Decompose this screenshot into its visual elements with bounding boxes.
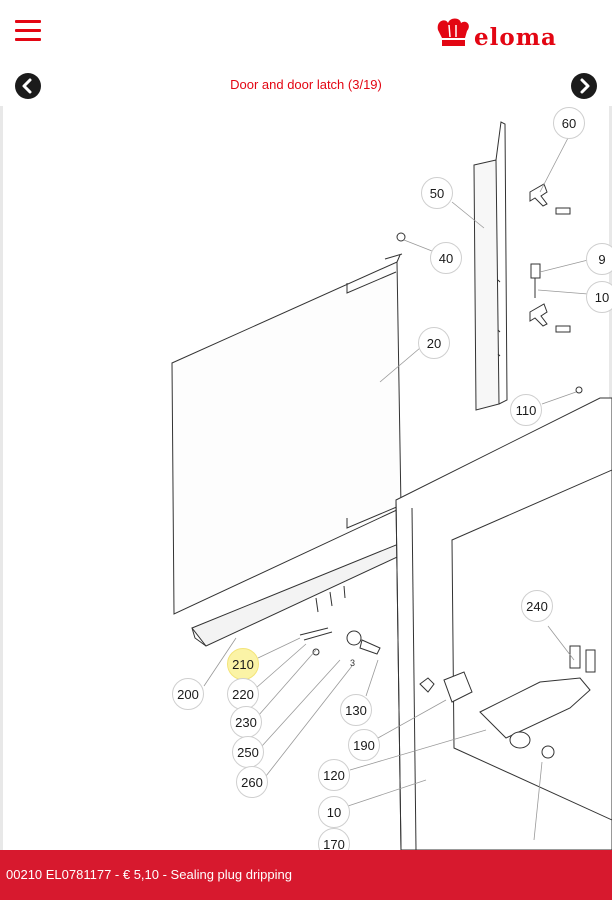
- menu-bar: [15, 20, 41, 23]
- callout-110[interactable]: 110: [510, 394, 542, 426]
- menu-bar: [15, 38, 41, 41]
- brand-name: eloma: [474, 24, 557, 51]
- callout-130[interactable]: 130: [340, 694, 372, 726]
- exploded-parts-diagram[interactable]: 3: [0, 106, 612, 850]
- callout-210[interactable]: 210: [227, 648, 259, 680]
- chef-hat-icon: [437, 18, 469, 46]
- app-header: eloma Door and door latch (3/19): [0, 0, 612, 110]
- callout-50[interactable]: 50: [421, 177, 453, 209]
- callout-200[interactable]: 200: [172, 678, 204, 710]
- callout-10-door[interactable]: 10: [318, 796, 350, 828]
- callout-250[interactable]: 250: [232, 736, 264, 768]
- callout-260[interactable]: 260: [236, 766, 268, 798]
- selected-part-bar[interactable]: 00210 EL0781177 - € 5,10 - Sealing plug …: [0, 850, 612, 900]
- callout-10-hinge[interactable]: 10: [586, 281, 612, 313]
- next-page-button[interactable]: [571, 73, 597, 99]
- callout-190[interactable]: 190: [348, 729, 380, 761]
- previous-page-button[interactable]: [15, 73, 41, 99]
- chevron-left-icon: [22, 78, 32, 94]
- callout-220[interactable]: 220: [227, 678, 259, 710]
- callout-60[interactable]: 60: [553, 107, 585, 139]
- menu-bar: [15, 29, 41, 32]
- small-part-label: 3: [350, 658, 355, 668]
- callout-120[interactable]: 120: [318, 759, 350, 791]
- eloma-logo: eloma: [432, 16, 592, 56]
- callout-240[interactable]: 240: [521, 590, 553, 622]
- left-edge: [0, 106, 3, 850]
- page-title: Door and door latch (3/19): [230, 77, 382, 92]
- callout-20[interactable]: 20: [418, 327, 450, 359]
- chevron-right-icon: [580, 78, 590, 94]
- callout-40[interactable]: 40: [430, 242, 462, 274]
- selected-part-text: 00210 EL0781177 - € 5,10 - Sealing plug …: [6, 867, 292, 882]
- callout-9[interactable]: 9: [586, 243, 612, 275]
- hamburger-menu-button[interactable]: [15, 19, 43, 45]
- callout-230[interactable]: 230: [230, 706, 262, 738]
